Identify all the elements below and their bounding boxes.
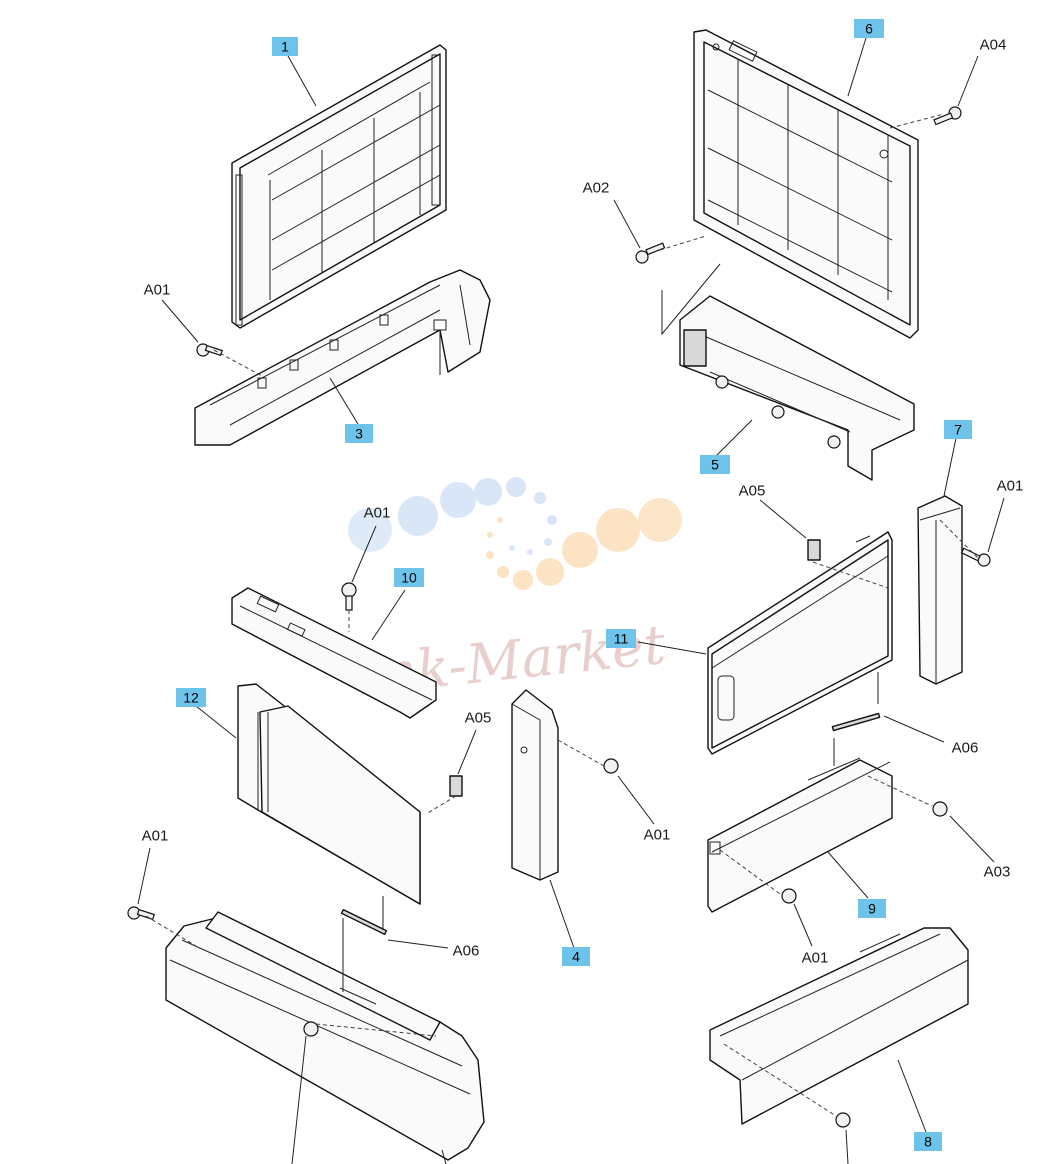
svg-text:10: 10 [401, 570, 417, 586]
screw-a01-left-icon [127, 906, 155, 921]
svg-text:11: 11 [614, 631, 629, 647]
label-a01-top: A01 [144, 282, 171, 299]
label-a01-mid: A01 [364, 505, 391, 522]
label-a01-left: A01 [142, 828, 169, 845]
callout-6: 6 [854, 19, 884, 38]
assembly-lines [145, 113, 979, 1117]
svg-text:9: 9 [868, 901, 876, 917]
screw-a05-right-icon [807, 539, 821, 561]
callout-3: 3 [345, 424, 373, 443]
part-9-lower-plate [707, 757, 893, 913]
screw-a01-p9-icon [781, 888, 797, 904]
spring-a06-right-icon [831, 712, 881, 732]
screw-a01-mid-icon [341, 582, 357, 611]
screw-a01-c4-icon [603, 758, 619, 774]
spring-a06-left-icon [340, 908, 388, 936]
part-5-lower-rail [679, 295, 915, 481]
label-a06-right: A06 [952, 740, 979, 757]
screw-a01-right-icon [960, 547, 991, 567]
svg-text:7: 7 [954, 422, 962, 438]
part-3-lower-rail [194, 269, 491, 446]
svg-text:12: 12 [183, 690, 199, 706]
svg-text:3: 3 [355, 426, 363, 442]
callout-7: 7 [944, 420, 972, 439]
svg-text:1: 1 [281, 39, 289, 55]
screw-a03-icon [932, 801, 948, 817]
callout-4: 4 [562, 947, 590, 966]
callout-9: 9 [858, 899, 886, 918]
callout-11: 11 [606, 629, 636, 648]
label-a01-p9: A01 [802, 950, 829, 967]
screws [127, 106, 991, 1128]
label-a01-c4: A01 [644, 827, 671, 844]
callout-8: 8 [914, 1132, 942, 1151]
label-a06-left: A06 [453, 943, 480, 960]
svg-text:6: 6 [865, 21, 873, 37]
callout-1: 1 [272, 37, 298, 56]
part-7-vertical-strip [917, 495, 963, 685]
part-8-base [709, 927, 969, 1125]
part-1-frame-panel [231, 44, 447, 329]
part-6-frame-panel [693, 29, 919, 339]
label-a01-right: A01 [997, 478, 1024, 495]
screw-a02-icon [635, 242, 666, 264]
screw-a04-icon [933, 106, 962, 126]
label-a05-left: A05 [465, 710, 492, 727]
screw-bottom-left-icon [303, 1021, 319, 1037]
part-10-top-rail [231, 587, 437, 719]
callout-10: 10 [394, 568, 424, 587]
svg-text:4: 4 [572, 949, 580, 965]
callout-5: 5 [700, 455, 730, 474]
svg-text:5: 5 [711, 457, 719, 473]
bottom-left-base [165, 911, 485, 1161]
svg-text:8: 8 [924, 1134, 932, 1150]
label-a02: A02 [583, 180, 610, 197]
part-4-center-column [511, 689, 559, 881]
callout-12: 12 [176, 688, 206, 707]
part-12-door-panel [237, 683, 421, 905]
label-a04: A04 [980, 37, 1007, 54]
leader-lines [137, 37, 1005, 1164]
part-11-door-panel [707, 531, 893, 755]
screw-bottom-right-icon [835, 1112, 851, 1128]
screw-a05-left-icon [449, 775, 463, 797]
label-a03: A03 [984, 864, 1011, 881]
screw-a01-top-icon [196, 343, 223, 357]
label-a05-right: A05 [739, 483, 766, 500]
